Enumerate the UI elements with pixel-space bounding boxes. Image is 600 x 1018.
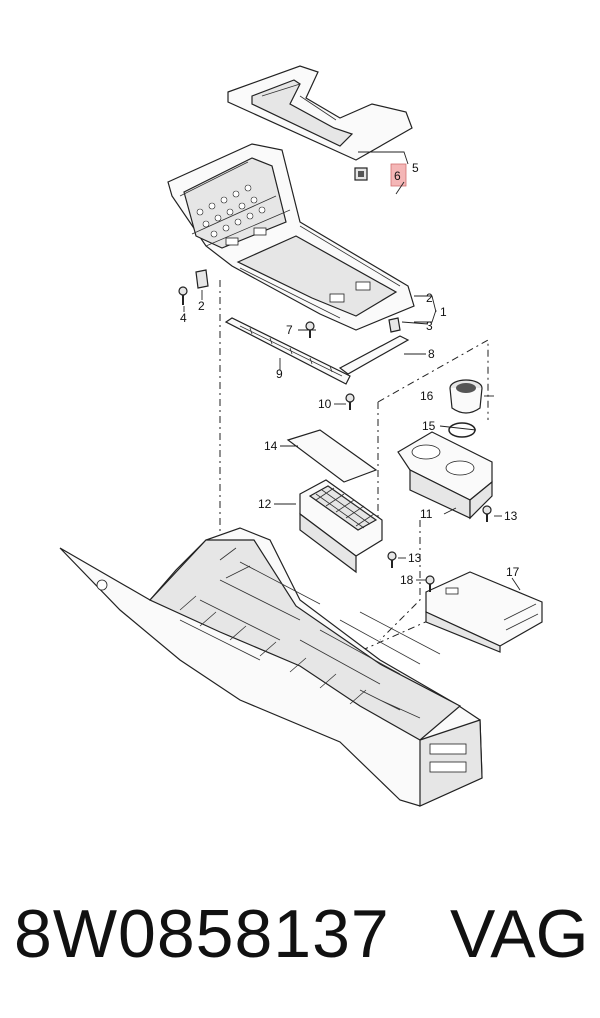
- callout-18: 18: [400, 573, 414, 587]
- screw-13-upper: [482, 505, 492, 522]
- bolt-4: [178, 286, 188, 305]
- callout-17: 17: [506, 565, 520, 579]
- assembly-lines: [219, 280, 489, 661]
- clip-part-6: [354, 167, 368, 181]
- tray-12: [299, 479, 383, 574]
- mat-14: [286, 429, 378, 483]
- module-17: [425, 571, 543, 653]
- o-ring-15: [448, 422, 476, 438]
- callout-2-top: 2: [426, 291, 433, 305]
- callout-1: 1: [440, 305, 447, 319]
- screw-13-lower: [387, 551, 397, 568]
- side-strip-8: [338, 335, 410, 375]
- leader-lines: [183, 151, 521, 591]
- exploded-parts-diagram: 1 2 2 3 4 5 6 7 8 9 10 11 12 13 13 14 15…: [59, 65, 543, 807]
- clip-2: [195, 269, 209, 289]
- callout-4: 4: [180, 311, 187, 325]
- callout-16: 16: [420, 389, 434, 403]
- callout-13-upper: 13: [504, 509, 518, 523]
- cup-insert-16: [449, 379, 483, 414]
- console-frame: [167, 143, 415, 331]
- screw-18: [425, 575, 435, 592]
- callout-8: 8: [428, 347, 435, 361]
- callout-9: 9: [276, 367, 283, 381]
- callouts: 1 2 2 3 4 5 6 7 8 9 10 11 12 13 13 14 15…: [180, 161, 520, 587]
- callout-13-lower: 13: [408, 551, 422, 565]
- bolt-10: [345, 393, 355, 410]
- callout-6: 6: [394, 169, 401, 183]
- cupholder-11: [397, 431, 493, 520]
- callout-15: 15: [422, 419, 436, 433]
- callout-5: 5: [412, 161, 419, 175]
- callout-14: 14: [264, 439, 278, 453]
- side-strip-9: [224, 317, 351, 385]
- callout-2-left: 2: [198, 299, 205, 313]
- highlight-box: [390, 163, 407, 187]
- callout-10: 10: [318, 397, 332, 411]
- top-trim-panel: [227, 65, 413, 161]
- callout-11: 11: [420, 507, 433, 521]
- part-number: 8W0858137: [14, 896, 390, 972]
- callout-12: 12: [258, 497, 272, 511]
- console-body: [59, 527, 483, 807]
- screw-7: [305, 321, 315, 338]
- callout-7: 7: [286, 323, 293, 337]
- clip-3: [388, 317, 401, 333]
- callout-3: 3: [426, 319, 433, 333]
- brand-label: VAG: [450, 896, 589, 972]
